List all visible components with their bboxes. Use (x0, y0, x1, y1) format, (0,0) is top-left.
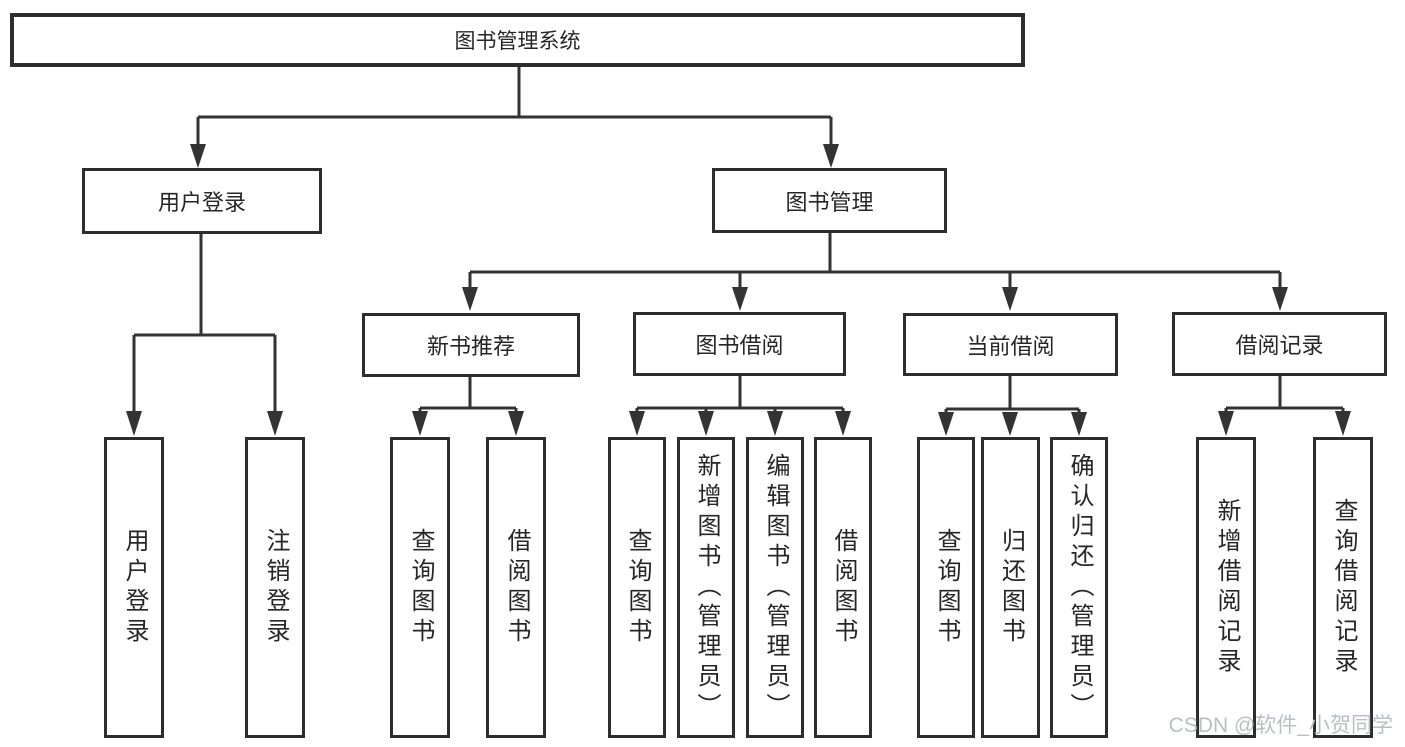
connector-userlogin-to-children (126, 234, 283, 436)
leaf-records-query-record-label: 查询借阅记录 (1330, 497, 1357, 678)
leaf-logout-label: 注销登录 (262, 527, 289, 648)
node-root-system: 图书管理系统 (10, 13, 1025, 67)
leaf-newbook-query-books-label: 查询图书 (407, 527, 434, 648)
connector-bookmgmt-to-level3 (462, 233, 1288, 311)
node-new-book-recommend: 新书推荐 (362, 313, 580, 377)
node-current-borrow-label: 当前借阅 (966, 333, 1055, 359)
node-borrow-records: 借阅记录 (1172, 312, 1387, 376)
leaf-current-query-books: 查询图书 (917, 437, 975, 738)
leaf-borrow-query-books-label: 查询图书 (624, 527, 651, 648)
leaf-borrow-edit-books-admin: 编辑图书（管理员） (746, 437, 804, 738)
leaf-borrow-edit-books-admin-label: 编辑图书（管理员） (762, 452, 789, 723)
leaf-records-add-record: 新增借阅记录 (1196, 437, 1256, 738)
node-user-login-group: 用户登录 (82, 168, 322, 234)
watermark-text: CSDN @软件_小贺同学 (1168, 714, 1393, 737)
leaf-current-return-books-label: 归还图书 (997, 527, 1025, 648)
node-user-login-group-label: 用户登录 (157, 190, 246, 215)
leaf-borrow-add-books-admin-label: 新增图书（管理员） (693, 452, 720, 723)
leaf-logout: 注销登录 (245, 437, 305, 738)
node-book-borrow: 图书借阅 (633, 312, 846, 376)
node-current-borrow: 当前借阅 (903, 313, 1118, 376)
leaf-borrow-borrow-books: 借阅图书 (814, 437, 872, 738)
leaf-records-query-record: 查询借阅记录 (1313, 437, 1373, 738)
connector-borrowrecords-to-children (1218, 376, 1351, 436)
leaf-current-confirm-return-admin-label: 确认归还（管理员） (1066, 452, 1093, 723)
node-book-management: 图书管理 (712, 168, 947, 233)
leaf-user-login-label: 用户登录 (121, 527, 148, 648)
node-book-borrow-label: 图书借阅 (695, 333, 784, 358)
leaf-records-add-record-label: 新增借阅记录 (1213, 497, 1240, 678)
leaf-newbook-query-books: 查询图书 (390, 437, 450, 738)
leaf-user-login: 用户登录 (104, 437, 164, 738)
node-new-book-recommend-label: 新书推荐 (426, 334, 515, 359)
leaf-newbook-borrow-books: 借阅图书 (486, 437, 546, 738)
node-borrow-records-label: 借阅记录 (1235, 333, 1324, 358)
node-root-system-label: 图书管理系统 (454, 30, 581, 53)
leaf-borrow-query-books: 查询图书 (608, 437, 666, 738)
leaf-borrow-add-books-admin: 新增图书（管理员） (677, 437, 735, 738)
connector-currentborrow-to-children (938, 376, 1087, 436)
node-book-management-label: 图书管理 (785, 189, 874, 215)
leaf-borrow-borrow-books-label: 借阅图书 (830, 527, 857, 648)
connector-root-to-level2 (190, 67, 839, 168)
connector-newbookrec-to-children (412, 377, 524, 436)
leaf-current-return-books: 归还图书 (981, 437, 1040, 738)
connector-bookborrow-to-children (629, 376, 851, 436)
leaf-current-query-books-label: 查询图书 (933, 527, 960, 648)
leaf-current-confirm-return-admin: 确认归还（管理员） (1050, 437, 1108, 738)
leaf-newbook-borrow-books-label: 借阅图书 (503, 527, 530, 648)
